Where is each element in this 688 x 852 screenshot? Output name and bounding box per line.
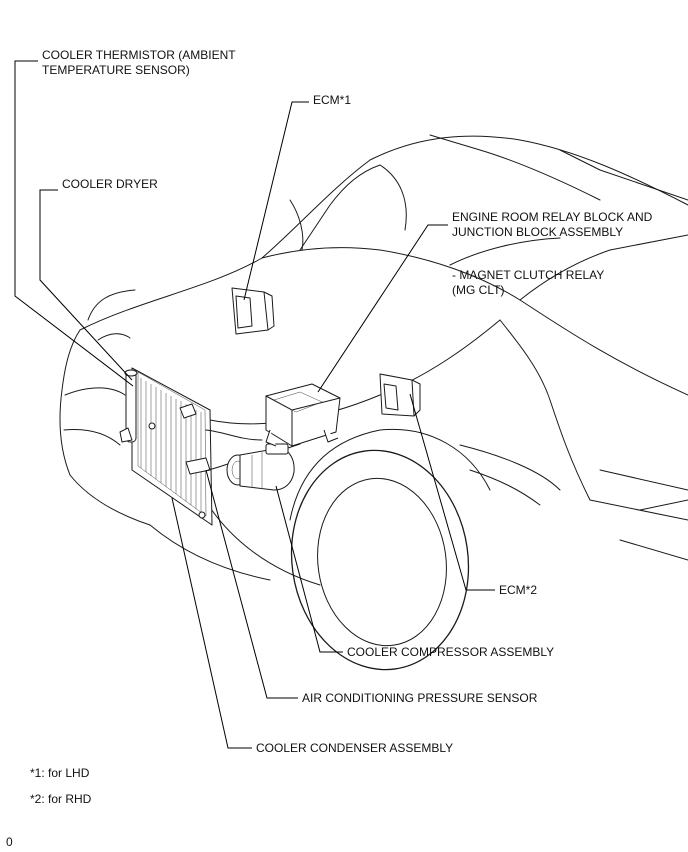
ecm-rhd (379, 373, 421, 417)
note-lhd: *1: for LHD (30, 766, 90, 780)
thermistor-label-line1: COOLER THERMISTOR (AMBIENT (42, 48, 236, 62)
condenser-fins (140, 378, 202, 512)
thermistor-label: COOLER THERMISTOR (AMBIENT TEMPERATURE S… (42, 48, 236, 78)
figure-code: 0 (6, 835, 13, 849)
condenser-assembly (119, 367, 263, 526)
condenser-label: COOLER CONDENSER ASSEMBLY (256, 741, 454, 755)
pressure-sensor-label: AIR CONDITIONING PRESSURE SENSOR (302, 691, 538, 705)
relay-block (265, 383, 341, 447)
relay-block-label-line1: ENGINE ROOM RELAY BLOCK AND (452, 210, 653, 224)
cooler-dryer-label: COOLER DRYER (62, 177, 158, 191)
ecm2-label: ECM*2 (499, 583, 538, 597)
relay-block-label-line2: JUNCTION BLOCK ASSEMBLY (452, 225, 624, 239)
note-rhd: *2: for RHD (30, 792, 92, 806)
magnet-clutch-relay-label: - MAGNET CLUTCH RELAY (MG CLT) (452, 268, 604, 298)
compressor-label: COOLER COMPRESSOR ASSEMBLY (347, 645, 555, 659)
compressor-assembly (226, 443, 301, 491)
leader-lines (14, 60, 495, 749)
magnet-clutch-relay-label-line2: (MG CLT) (452, 283, 505, 297)
relay-block-label: ENGINE ROOM RELAY BLOCK AND JUNCTION BLO… (452, 210, 652, 240)
ecm-lhd (231, 287, 275, 335)
ecm1-label: ECM*1 (313, 93, 352, 107)
magnet-clutch-relay-label-line1: - MAGNET CLUTCH RELAY (452, 268, 605, 282)
vehicle-body-outline (59, 134, 688, 671)
thermistor-label-line2: TEMPERATURE SENSOR) (42, 63, 190, 77)
